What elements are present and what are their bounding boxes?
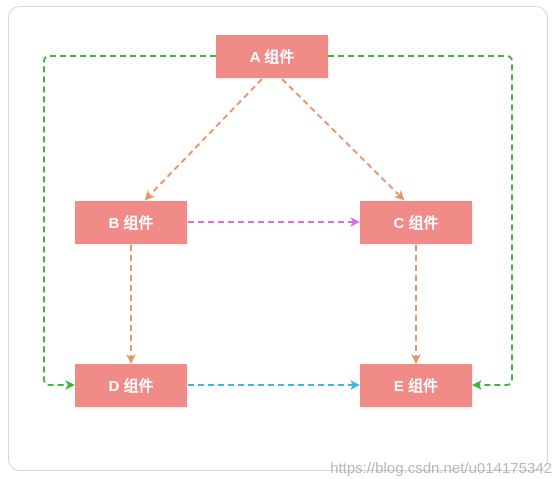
edge-a-to-b bbox=[144, 78, 263, 201]
edge-a-to-c bbox=[281, 78, 405, 201]
node-c: C 组件 bbox=[360, 201, 472, 244]
edge-a-to-d bbox=[43, 55, 216, 390]
node-d: D 组件 bbox=[75, 364, 187, 407]
edge-a-to-e bbox=[328, 55, 513, 390]
node-e: E 组件 bbox=[360, 364, 472, 407]
node-a: A 组件 bbox=[216, 35, 328, 78]
node-b: B 组件 bbox=[75, 201, 187, 244]
watermark: https://blog.csdn.net/u014175342 bbox=[330, 460, 552, 477]
